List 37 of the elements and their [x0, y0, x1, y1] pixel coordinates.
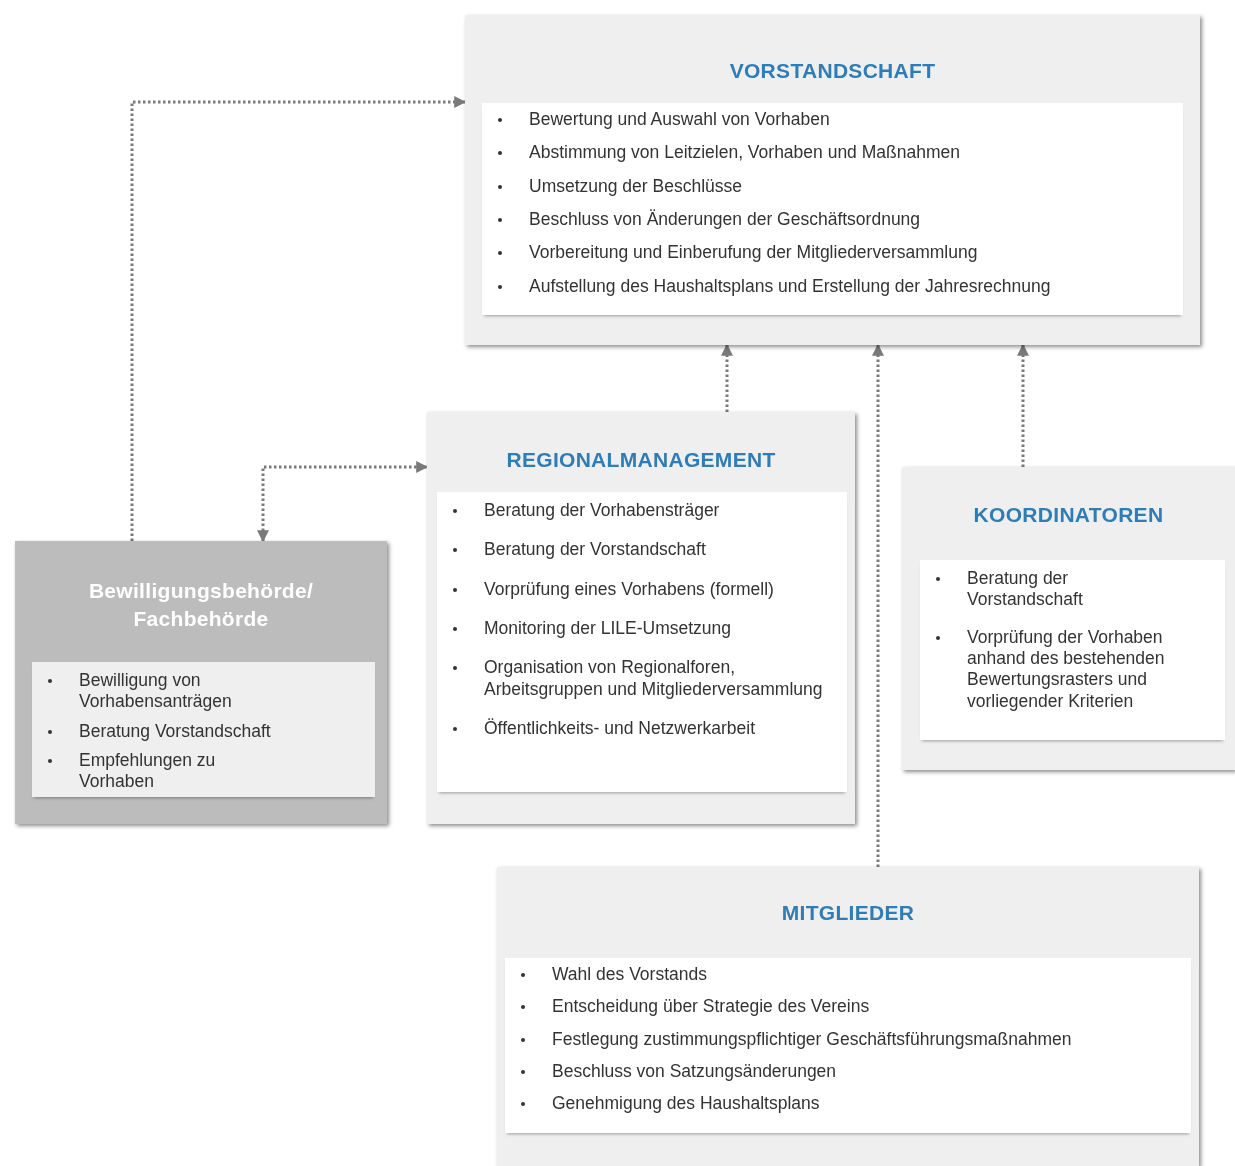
organization-box [902, 467, 1235, 770]
list-item: Beschluss von Änderungen der Geschäftsordnung [529, 209, 921, 230]
list-item: Organisation von Regionalforen, Arbeitsgruppen und Mitgliederversammlung [484, 657, 823, 699]
list-item: Wahl des Vorstands [552, 964, 707, 984]
list-item: Abstimmung von Leitzielen, Vorhaben und Maßnahmen [529, 142, 960, 163]
list-item: Empfehlungen zu Vorhaben [79, 750, 216, 792]
authority-box [15, 541, 387, 824]
list-item: Umsetzung der Beschlüsse [529, 175, 743, 196]
list-item: Festlegung zustimmungspflichtiger Geschäftsführungsmaßnahmen [552, 1028, 1072, 1049]
list-item: Öffentlichkeits- und Netzwerkarbeit [484, 718, 756, 739]
box-heading: Bewilligungsbehörde/ Fachbehörde [87, 578, 315, 633]
list-item: Bewilligung von Vorhabensanträgen [79, 670, 232, 712]
list-item: Beschluss von Satzungsänderungen [552, 1061, 837, 1082]
list-item: Vorprüfung eines Vorhabens (formell) [484, 578, 774, 599]
list-item: Aufstellung des Haushaltsplans und Erstellung der Jahresrechnung [529, 275, 1051, 296]
box-heading: VORSTANDSCHAFT [728, 59, 937, 83]
dotted-arrow [1017, 343, 1029, 467]
list-item: Bewertung und Auswahl von Vorhaben [529, 109, 830, 129]
list-item: Monitoring der LILE-Umsetzung [484, 618, 732, 639]
dotted-arrow [721, 343, 733, 412]
list-item: Beratung der Vorstandschaft [967, 568, 1083, 610]
box-heading: REGIONALMANAGEMENT [505, 448, 777, 472]
dotted-arrow [130, 96, 467, 541]
list-item: Beratung der Vorhabensträger [484, 500, 720, 520]
organization-box [465, 15, 1200, 345]
box-heading: MITGLIEDER [780, 901, 916, 925]
list-item: Beratung der Vorstandschaft [484, 539, 706, 560]
organization-box [427, 412, 855, 824]
box-heading: KOORDINATOREN [972, 503, 1165, 527]
dotted-arrow [872, 343, 884, 867]
list-item: Vorprüfung der Vorhaben anhand des bestehenden Bewertungsrasters und vorliegender Kriterien [967, 626, 1165, 711]
list-item: Genehmigung des Haushaltsplans [552, 1093, 820, 1114]
list-item: Beratung Vorstandschaft [79, 720, 271, 741]
dotted-arrow [257, 461, 429, 543]
organization-box [497, 867, 1199, 1166]
list-item: Vorbereitung und Einberufung der Mitgliederversammlung [529, 242, 978, 263]
list-item: Entscheidung über Strategie des Vereins [552, 996, 870, 1017]
